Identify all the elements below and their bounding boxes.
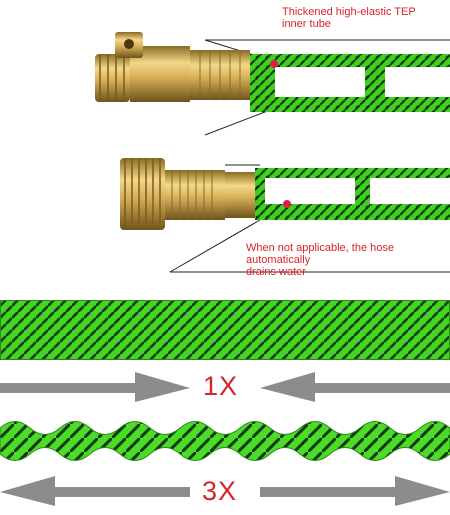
hose-collapsed <box>0 300 450 360</box>
arrow-left-icon <box>0 476 190 506</box>
hose-connector-closeup-bottom <box>120 158 450 273</box>
multiplier-3x: 3X <box>202 476 238 506</box>
drain-callout: When not applicable, the hose automatica… <box>246 242 394 278</box>
arrow-right-icon <box>0 372 190 402</box>
arrow-right-icon <box>260 476 450 506</box>
inner-tube-callout: Thickened high-elastic TEP inner tube <box>282 6 416 30</box>
arrow-left-icon <box>260 372 450 402</box>
hose-connector-closeup-top <box>95 32 450 136</box>
hose-expanded <box>0 421 450 461</box>
multiplier-1x: 1X <box>203 371 239 401</box>
